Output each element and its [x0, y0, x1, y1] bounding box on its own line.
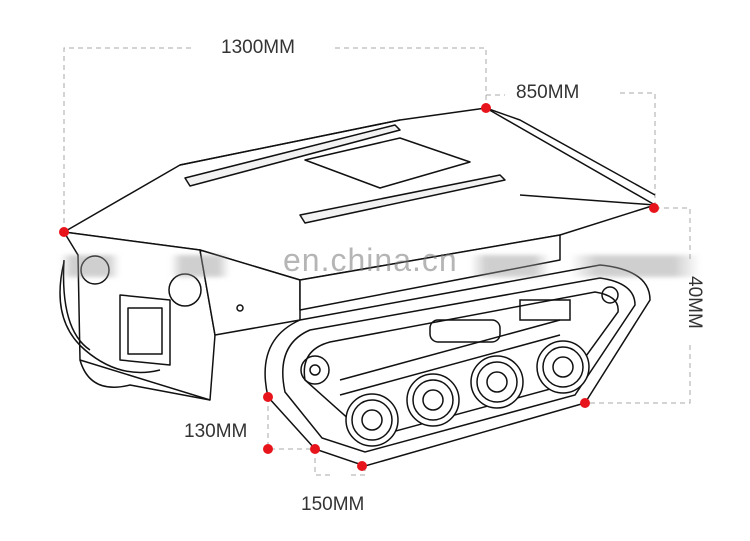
watermark-text: en.china.cn	[283, 242, 458, 278]
marker-width-end	[649, 203, 659, 213]
marker-height-end	[580, 398, 590, 408]
dimension-clearance-label: 130MM	[184, 421, 248, 442]
dimension-width-label: 850MM	[516, 82, 580, 103]
marker-length-start	[59, 227, 69, 237]
watermark-blur	[470, 255, 550, 277]
marker-offset-end	[357, 461, 367, 471]
marker-offset-start	[310, 444, 320, 454]
chassis-body	[62, 107, 656, 401]
watermark-blur	[60, 255, 120, 277]
track-assembly	[59, 261, 651, 467]
dimension-height-label: 40MM	[684, 276, 705, 329]
marker-clearance-top	[263, 392, 273, 402]
dimension-length-label: 1300MM	[221, 37, 295, 58]
watermark-blur	[570, 255, 700, 277]
watermark-blur	[170, 255, 230, 277]
dimension-offset-label: 150MM	[301, 494, 365, 515]
marker-clearance-bottom	[263, 444, 273, 454]
marker-length-end	[481, 103, 491, 113]
dimension-lines	[63, 47, 691, 476]
road-wheels	[345, 340, 590, 447]
dimension-markers	[59, 103, 659, 471]
